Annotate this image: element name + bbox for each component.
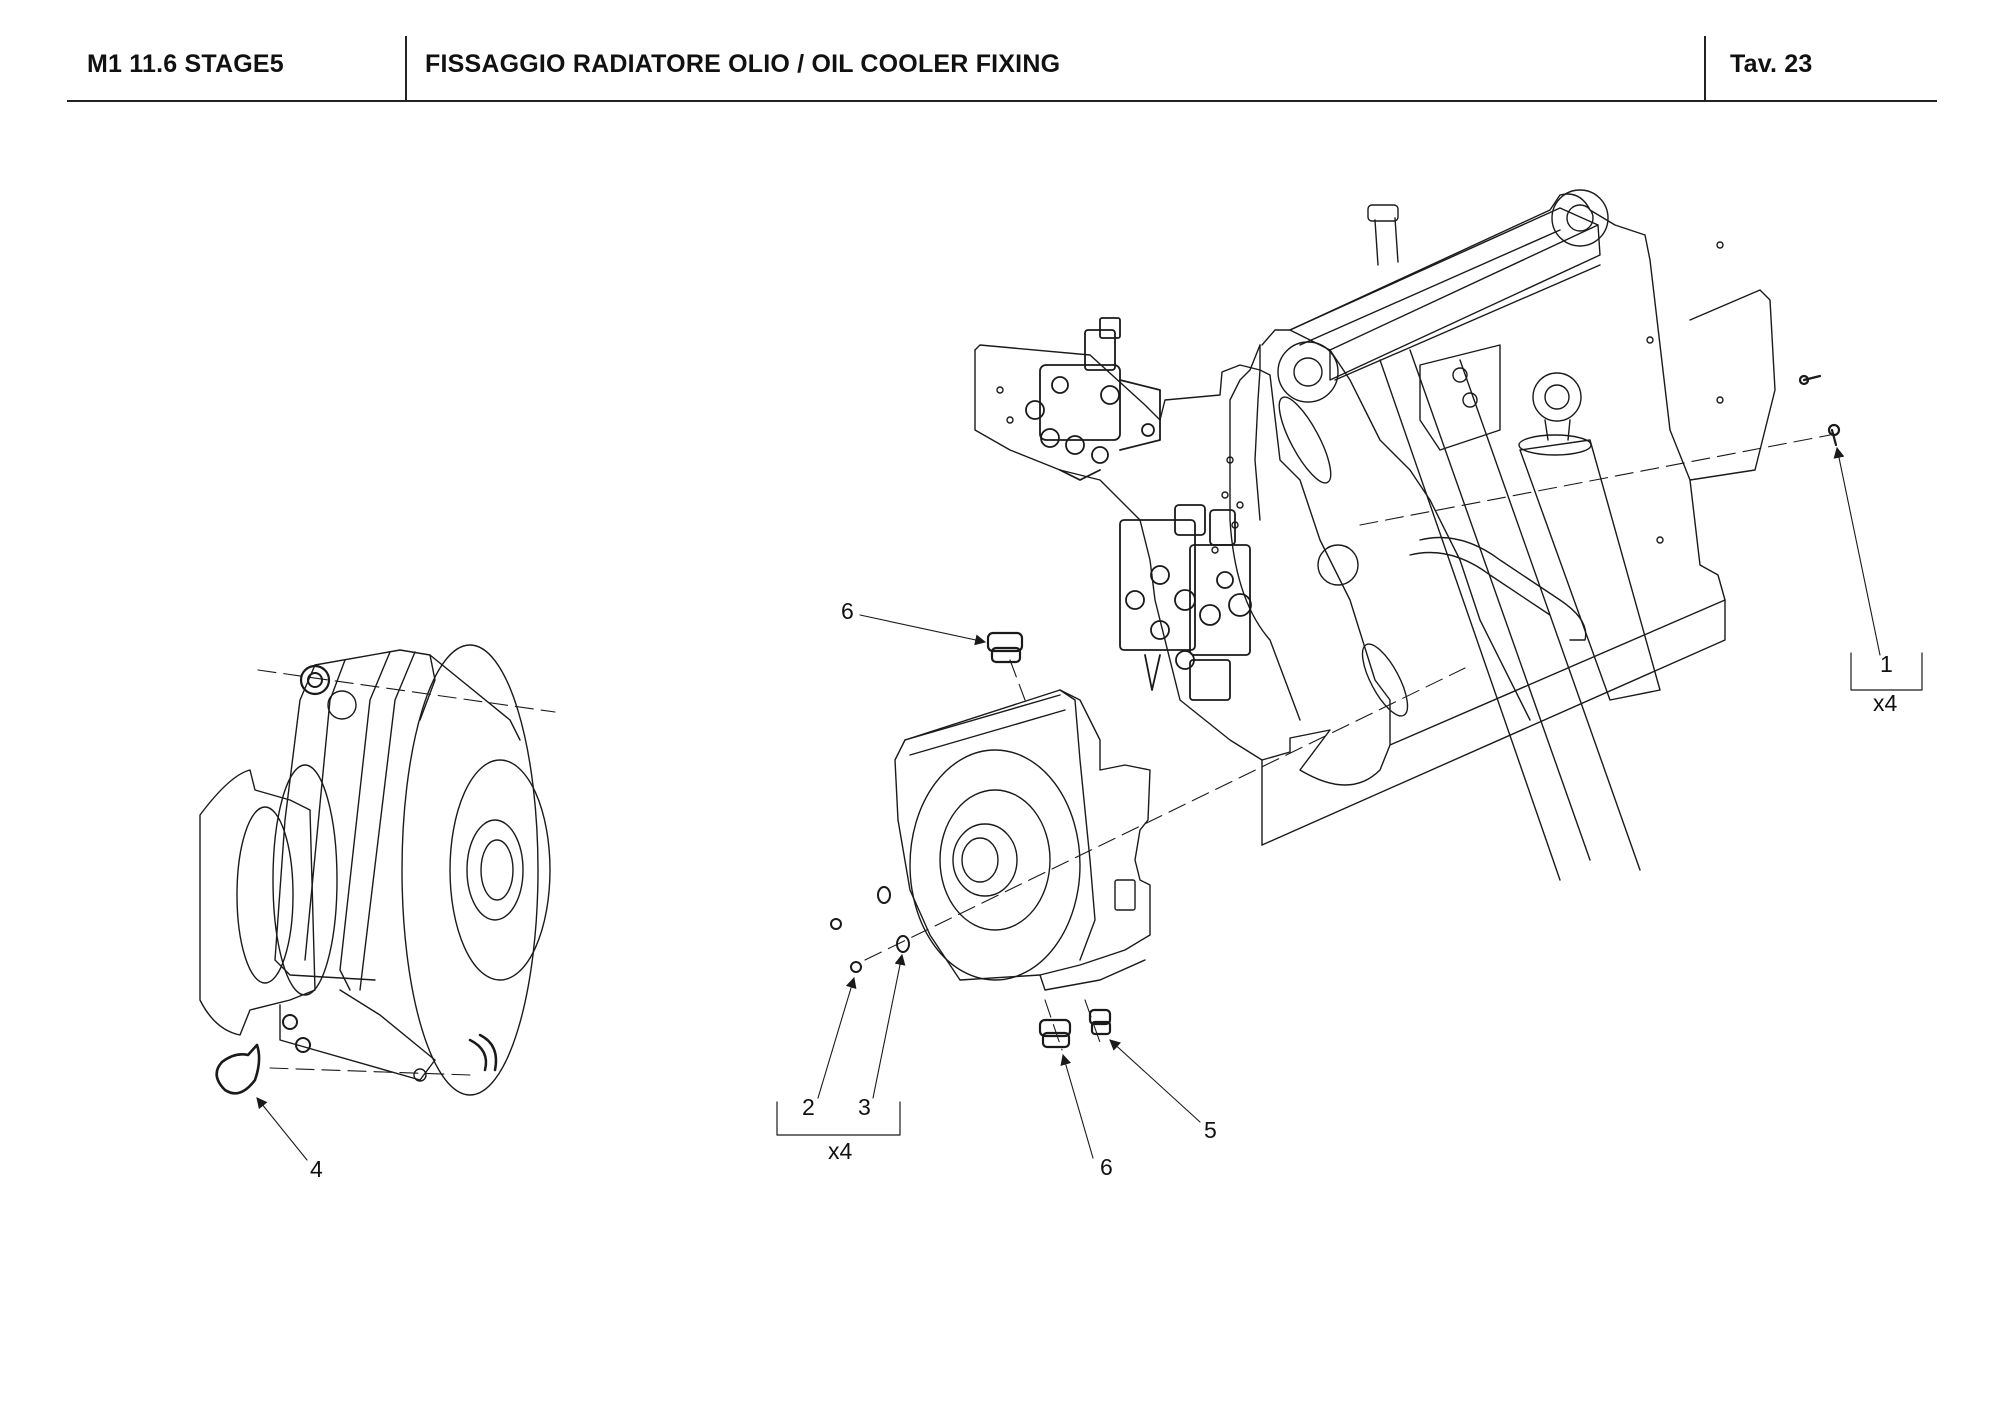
callout-2: 2: [802, 1094, 815, 1120]
callout-4: 4: [310, 1156, 323, 1182]
leader-line: [1060, 1053, 1094, 1159]
quantity-bracket: [1850, 652, 1923, 691]
screw-1: [1798, 374, 1841, 447]
header-rule: [67, 100, 1937, 102]
pipe-clamp-4: [215, 1043, 261, 1095]
callout-2-3-quantity: x4: [828, 1138, 853, 1164]
table-number: Tav. 23: [1730, 50, 1813, 78]
control-valve-upper: [1025, 317, 1161, 481]
leader-lines: [256, 446, 1881, 1161]
header-divider: [405, 36, 407, 101]
leader-line: [872, 953, 906, 1099]
fitting-6-lower: [1038, 1018, 1072, 1049]
leader-line: [859, 614, 987, 646]
leader-line: [817, 976, 857, 1099]
washer-3: [877, 886, 910, 953]
leader-line: [256, 1097, 308, 1161]
control-valve-lower: [1119, 504, 1252, 701]
nut-2: [830, 918, 862, 973]
leader-line: [1833, 446, 1881, 656]
drawing-title: FISSAGGIO RADIATORE OLIO / OIL COOLER FI…: [425, 50, 1061, 78]
oil-cooler-exploded: [894, 689, 1151, 991]
title-block: M1 11.6 STAGE5 FISSAGGIO RADIATORE OLIO …: [0, 0, 2000, 110]
callout-1: 1: [1880, 651, 1893, 677]
model-label: M1 11.6 STAGE5: [87, 50, 284, 78]
loader-frame: [1221, 189, 1776, 881]
valve-mounting-plate: [974, 344, 1263, 761]
oil-cooler-assembled: [199, 644, 551, 1096]
assembly-axis-lines: [257, 434, 1831, 1076]
quantity-brackets: [776, 652, 1923, 1136]
callout-5: 5: [1204, 1117, 1217, 1143]
callout-3: 3: [858, 1094, 871, 1120]
callout-1-quantity: x4: [1873, 690, 1898, 716]
fitting-5: [1088, 1008, 1112, 1036]
callout-6-upper: 6: [841, 598, 854, 624]
leader-line: [1109, 1039, 1201, 1123]
quantity-bracket: [776, 1101, 901, 1136]
header-divider: [1704, 36, 1706, 101]
callout-6-lower: 6: [1100, 1154, 1113, 1180]
fitting-6-upper: [986, 631, 1024, 664]
